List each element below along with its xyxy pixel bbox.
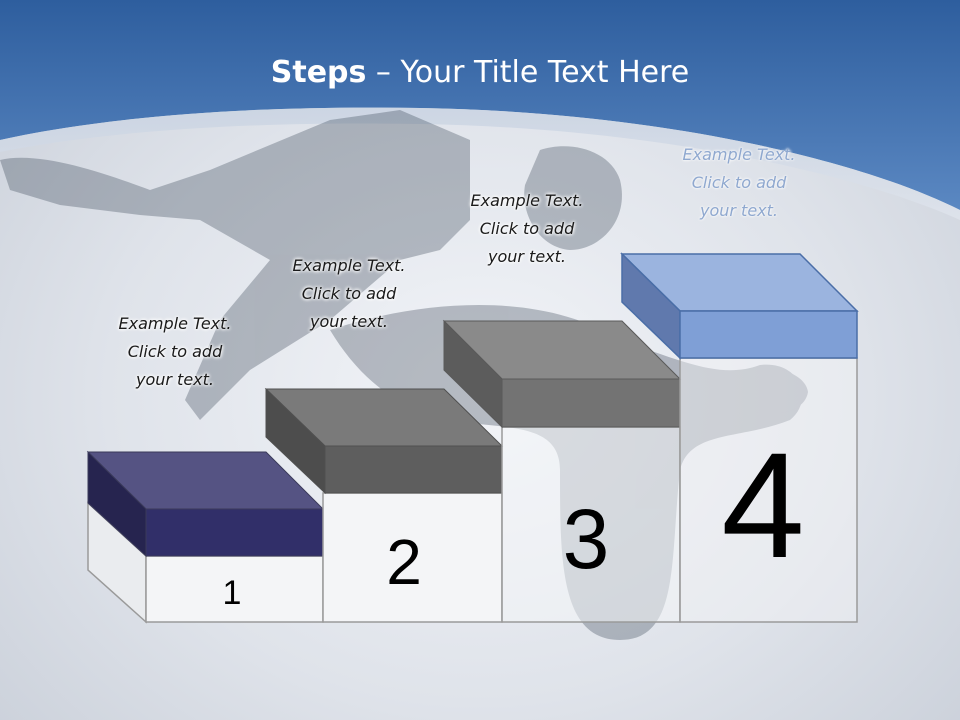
step-2-caption-line3: your text. [309,312,388,331]
title-rest: – Your Title Text Here [366,55,690,90]
step-3[interactable]: 3 [442,319,682,623]
step-3-caption-line2: Click to add [479,219,575,238]
step-1-caption-line1: Example Text. [118,314,232,333]
step-4-caption[interactable]: Example Text. Click to add your text. [654,141,824,225]
step-3-caption-line1: Example Text. [470,191,584,210]
step-2-caption[interactable]: Example Text. Click to add your text. [264,252,434,336]
title-bold: Steps [270,55,367,90]
step-3-number: 3 [563,492,610,586]
step-1[interactable]: 1 [86,450,325,624]
step-1-caption[interactable]: Example Text. Click to add your text. [90,310,260,394]
page-title[interactable]: Steps – Your Title Text Here [0,55,960,90]
step-4-caption-line3: your text. [699,201,778,220]
step-1-caption-line3: your text. [135,370,214,389]
step-2-caption-line2: Click to add [301,284,397,303]
step-3-caption[interactable]: Example Text. Click to add your text. [442,187,612,271]
step-3-caption-line3: your text. [487,247,566,266]
step-2[interactable]: 2 [264,387,504,623]
step-4-caption-line2: Click to add [691,173,787,192]
step-4[interactable]: 4 [620,252,859,623]
header-band [0,0,960,220]
step-1-caption-line2: Click to add [127,342,223,361]
step-4-number: 4 [721,421,804,589]
step-2-caption-line1: Example Text. [292,256,406,275]
step-4-caption-line1: Example Text. [682,145,796,164]
step-1-number: 1 [223,574,242,612]
step-2-number: 2 [386,526,422,598]
